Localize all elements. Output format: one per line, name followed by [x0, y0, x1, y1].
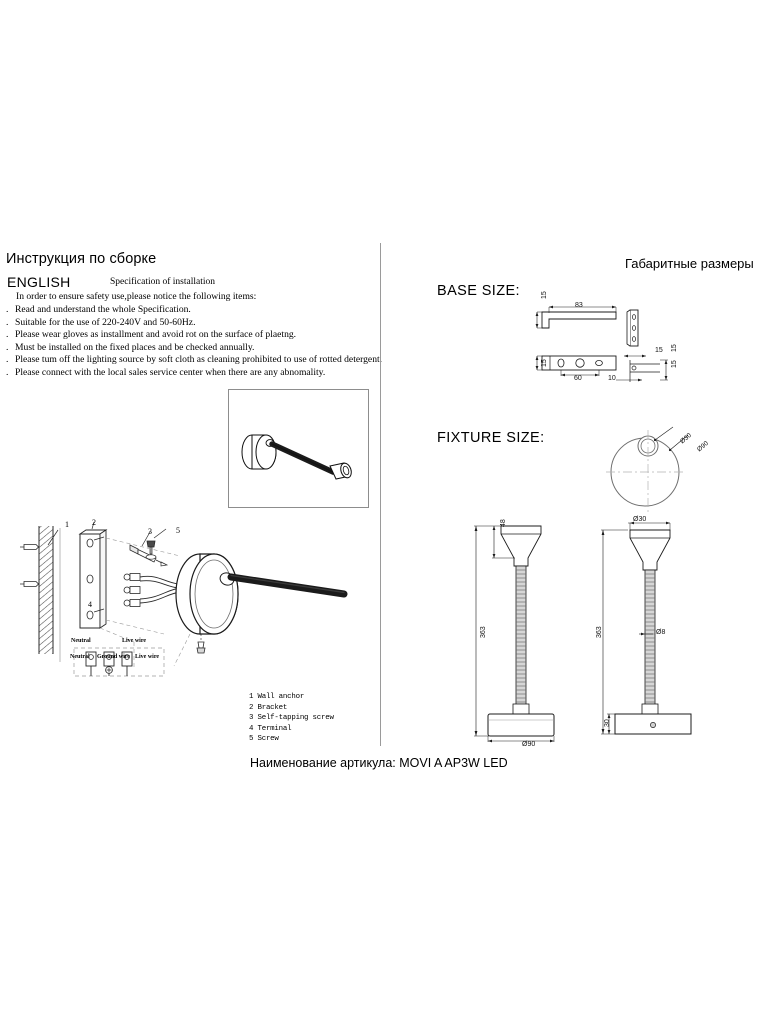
product-illustration — [241, 434, 352, 480]
dim-base-top-height: 15 — [541, 291, 548, 299]
fixture-top-view — [600, 422, 710, 517]
wiring-label-neutral: Neutral — [70, 654, 90, 660]
dim-fixture-base-height: 30 — [604, 719, 611, 727]
bullet-marker: . — [6, 354, 9, 366]
base-size-heading: BASE SIZE: — [437, 283, 520, 299]
bullet-marker: . — [6, 366, 9, 378]
page-title: Инструкция по сборке — [6, 251, 157, 267]
spec-heading: Specification of installation — [110, 277, 216, 287]
product-illustration-box — [228, 389, 369, 508]
bullet-marker: . — [6, 341, 9, 353]
bracket-part — [78, 529, 108, 629]
dim-base-bottom-height: 15 — [541, 359, 548, 367]
safety-bullet-list: . Read and understand the whole Specifica… — [6, 304, 382, 378]
bullet-marker: . — [6, 304, 9, 315]
callout-5: 5 — [176, 526, 180, 535]
bracket-profile-top-view — [535, 305, 617, 329]
dim-fixture-total-height-left: 363 — [480, 626, 487, 638]
list-item: . Read and understand the whole Specifica… — [6, 304, 382, 315]
bullet-text: Please tum off the lighting source by so… — [15, 354, 383, 366]
dim-base-side-width: 15 — [655, 347, 663, 354]
list-item: . Suitable for the use of 220-240V and 50… — [6, 317, 382, 328]
list-item: . Please wear gloves as installment and a… — [6, 329, 382, 340]
assembly-diagram — [14, 516, 359, 677]
wiring-label-live-top: Live wire — [122, 638, 147, 644]
bracket-plate-bottom-view — [535, 355, 617, 377]
wiring-label-neutral-top: Neutral — [71, 638, 91, 644]
bullet-marker: . — [6, 329, 9, 341]
dim-base-side-height-b: 15 — [671, 360, 678, 368]
terminal-connectors — [123, 573, 181, 607]
wall-anchor-parts — [20, 544, 40, 587]
intro-text: In order to ensure safety use,please not… — [16, 291, 257, 302]
fixture-elevation-left — [466, 512, 596, 744]
list-item: . Please tum off the lighting source by s… — [6, 354, 382, 365]
callout-4: 4 — [88, 600, 92, 609]
list-item: 2 Bracket — [249, 703, 288, 712]
list-item: . Must be installed on the fixed places a… — [6, 342, 382, 353]
fixture-size-heading: FIXTURE SIZE: — [437, 430, 545, 446]
wiring-label-live: Live wire — [135, 654, 160, 660]
article-name: Наименование артикула: MOVI A AP3W LED — [250, 756, 508, 770]
column-divider — [380, 243, 381, 746]
fixture-elevation-right — [595, 512, 735, 744]
dim-base-top-length: 83 — [575, 302, 583, 309]
bullet-text: Read and understand the whole Specificat… — [15, 304, 191, 315]
bullet-text: Must be installed on the fixed places an… — [15, 341, 255, 353]
callout-2: 2 — [92, 518, 96, 527]
base-size-drawings — [520, 294, 700, 390]
dim-base-side-offset: 10 — [608, 375, 616, 382]
dim-base-side-height-a: 15 — [671, 344, 678, 352]
dim-fixture-neck-diameter: Ø8 — [656, 629, 666, 636]
bullet-text: Suitable for the use of 220-240V and 50-… — [15, 316, 196, 328]
list-item: 1 Wall anchor — [249, 693, 305, 701]
terminal-detail — [73, 647, 165, 677]
dimensions-title: Габаритные размеры — [625, 256, 754, 271]
language-label: ENGLISH — [7, 274, 71, 290]
list-item: 5 Screw — [249, 735, 279, 744]
callout-3: 3 — [148, 527, 152, 536]
list-item: . Please connect with the local sales ser… — [6, 367, 382, 378]
dim-fixture-head-diameter: Ø30 — [633, 516, 647, 523]
dim-fixture-head-height: 48 — [500, 519, 507, 527]
lamp-body — [175, 553, 348, 635]
dim-fixture-base-diameter: Ø90 — [522, 741, 536, 748]
wiring-label-ground: Ground wire — [97, 654, 130, 660]
callout-1: 1 — [65, 520, 69, 529]
list-item: 3 Self-tapping screw — [249, 714, 334, 723]
screw-part-bottom — [196, 634, 206, 654]
list-item: 4 Terminal — [249, 724, 292, 733]
parts-list: 1 Wall anchor 2 Bracket 3 Self-tapping s… — [249, 692, 334, 745]
bullet-text: Please connect with the local sales serv… — [15, 366, 326, 378]
dim-fixture-total-height-right: 363 — [596, 626, 603, 638]
bullet-text: Please wear gloves as installment and av… — [15, 329, 297, 341]
dim-base-bottom-width: 60 — [574, 375, 582, 382]
screw-part-top — [145, 540, 157, 560]
bullet-marker: . — [6, 316, 9, 328]
bracket-side-view — [626, 309, 639, 347]
bracket-section-view — [616, 354, 668, 382]
